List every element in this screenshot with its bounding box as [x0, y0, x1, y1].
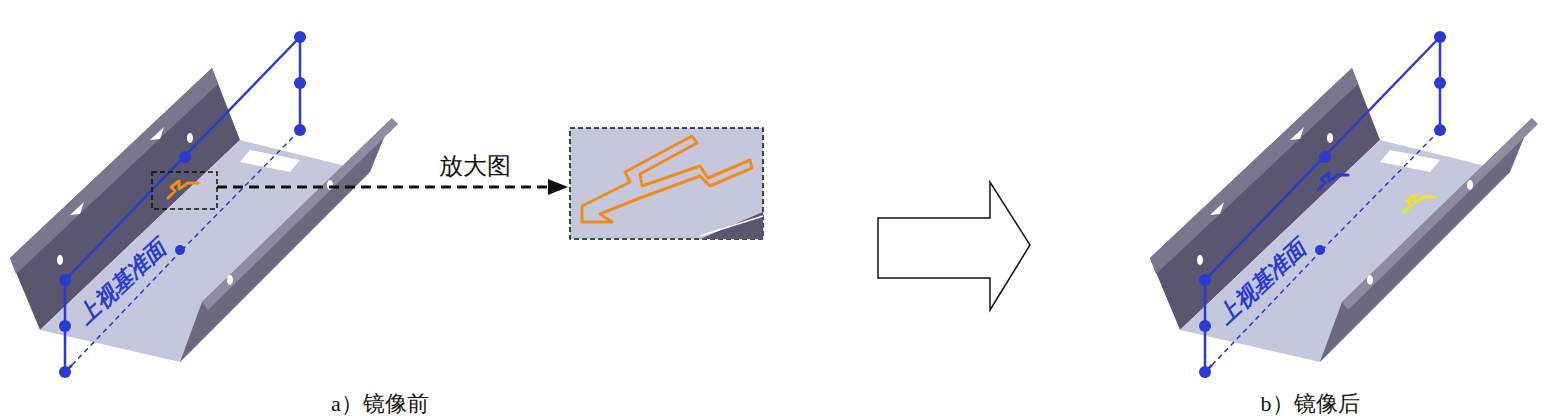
subfigure-caption: b）镜像后 — [1261, 392, 1360, 416]
zoom-label: 放大图 — [439, 153, 511, 179]
subfigure-caption: a）镜像前 — [331, 392, 429, 416]
